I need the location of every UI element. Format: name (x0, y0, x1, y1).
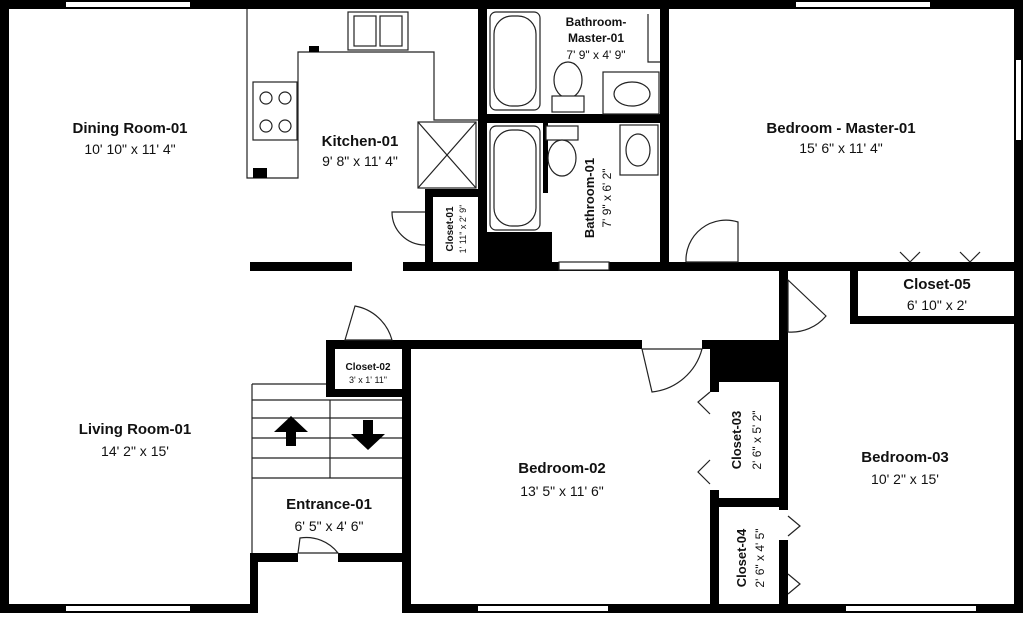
stairs-down-arrow-icon (351, 420, 385, 450)
room-closet-03: Closet-03 2' 6" x 5' 2" (729, 410, 764, 469)
room-dimensions: 2' 6" x 4' 5" (753, 528, 767, 587)
room-name: Living Room-01 (79, 421, 192, 438)
room-dimensions: 6' 10" x 2' (907, 297, 967, 313)
room-bedroom-master: Bedroom - Master-01 15' 6" x 11' 4" (766, 120, 915, 156)
room-dimensions: 9' 8" x 11' 4" (322, 153, 398, 169)
room-dimensions: 6' 5" x 4' 6" (295, 518, 364, 534)
room-name-line2: Master-01 (568, 31, 624, 45)
room-name: Closet-02 (345, 362, 390, 373)
room-name: Closet-05 (903, 276, 971, 293)
room-closet-01: Closet-01 1' 11" x 2' 9" (445, 205, 468, 254)
room-name: Bathroom-01 (582, 158, 597, 238)
room-bedroom-02: Bedroom-02 13' 5" x 11' 6" (518, 460, 606, 499)
room-closet-04: Closet-04 2' 6" x 4' 5" (734, 528, 767, 588)
room-dimensions: 14' 2" x 15' (101, 443, 169, 459)
room-kitchen: Kitchen-01 9' 8" x 11' 4" (322, 133, 399, 169)
room-bathroom-master: Bathroom- Master-01 7' 9" x 4' 9" (566, 15, 627, 62)
room-dimensions: 10' 2" x 15' (871, 471, 939, 487)
room-dimensions: 1' 11" x 2' 9" (458, 205, 468, 254)
room-name: Kitchen-01 (322, 133, 399, 150)
room-dimensions: 2' 6" x 5' 2" (750, 410, 764, 469)
room-entrance: Entrance-01 6' 5" x 4' 6" (286, 496, 372, 534)
room-dimensions: 7' 9" x 6' 2" (600, 168, 614, 227)
room-name: Closet-03 (729, 411, 744, 470)
room-name: Closet-01 (445, 206, 456, 251)
stairs (251, 383, 402, 553)
room-name: Bedroom - Master-01 (766, 120, 915, 137)
room-name: Dining Room-01 (73, 120, 188, 137)
room-closet-02: Closet-02 3' x 1' 11" (345, 362, 390, 385)
room-dimensions: 3' x 1' 11" (349, 375, 387, 385)
room-dimensions: 15' 6" x 11' 4" (799, 140, 883, 156)
room-bathroom-01: Bathroom-01 7' 9" x 6' 2" (582, 158, 614, 238)
room-living: Living Room-01 14' 2" x 15' (79, 421, 192, 459)
kitchen-fixtures (246, 9, 478, 189)
room-dimensions: 10' 10" x 11' 4" (84, 141, 175, 157)
room-name: Closet-04 (734, 528, 749, 587)
room-name: Entrance-01 (286, 496, 372, 513)
room-bedroom-03: Bedroom-03 10' 2" x 15' (861, 449, 949, 487)
room-dining: Dining Room-01 10' 10" x 11' 4" (73, 120, 188, 157)
room-name: Bedroom-03 (861, 449, 949, 466)
doors (297, 14, 981, 595)
room-name-line1: Bathroom- (566, 15, 627, 29)
room-closet-05: Closet-05 6' 10" x 2' (903, 276, 971, 313)
bath-fixtures (489, 11, 660, 231)
room-dimensions: 13' 5" x 11' 6" (520, 483, 604, 499)
room-name: Bedroom-02 (518, 460, 606, 477)
stairs-up-arrow-icon (274, 416, 308, 446)
room-dimensions: 7' 9" x 4' 9" (566, 48, 625, 62)
